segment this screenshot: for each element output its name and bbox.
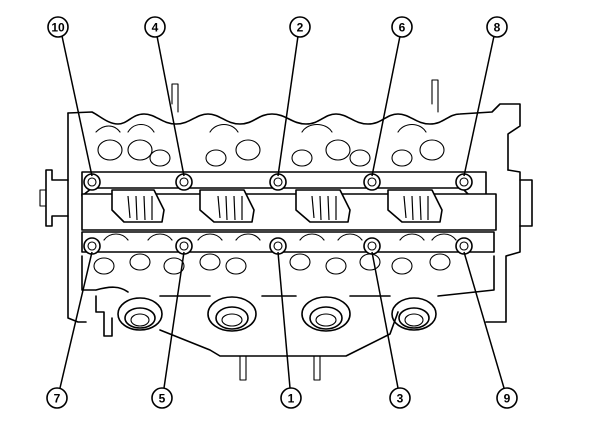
bolt-10: [83, 173, 101, 191]
left-cam-stub: [45, 169, 69, 227]
bottom-studs: [239, 355, 321, 381]
callout-label-2: 2: [297, 21, 304, 35]
bolt-3: [363, 237, 381, 255]
lower-rail-bumps: [103, 233, 457, 241]
head-upper-outline: [67, 103, 521, 171]
callouts: 10 4 2 6 8: [46, 16, 518, 409]
lower-deck: [81, 255, 495, 297]
callout-label-1: 1: [288, 392, 295, 406]
right-cam-stub: [519, 179, 533, 227]
intake-runners: [117, 296, 437, 332]
callout-label-6: 6: [399, 21, 406, 35]
lower-ports: [93, 253, 451, 275]
bolt-7: [83, 237, 101, 255]
bolt-5: [175, 237, 193, 255]
bolt-2: [269, 173, 287, 191]
callout-label-3: 3: [397, 392, 404, 406]
callout-10: 10: [47, 16, 93, 177]
callout-label-5: 5: [159, 392, 166, 406]
bolt-9: [455, 237, 473, 255]
callout-label-10: 10: [51, 21, 65, 35]
callout-2: 2: [277, 16, 311, 177]
top-tab-left: [171, 83, 179, 113]
callout-label-4: 4: [152, 21, 159, 35]
callout-label-8: 8: [494, 21, 501, 35]
bolt-6: [363, 173, 381, 191]
callout-1: 1: [277, 251, 302, 409]
hatched-windows: [111, 189, 443, 223]
bottom-flange: [95, 295, 399, 357]
bolt-8: [455, 173, 473, 191]
callout-8: 8: [463, 16, 508, 177]
upper-deck-bumps: [95, 123, 427, 133]
callout-5: 5: [151, 251, 185, 409]
callout-7: 7: [46, 251, 93, 409]
head-bolts: [83, 173, 473, 255]
callout-label-7: 7: [54, 392, 61, 406]
callout-label-9: 9: [504, 392, 511, 406]
bolt-4: [175, 173, 193, 191]
head-right-outline: [485, 169, 521, 323]
upper-ports: [97, 139, 445, 167]
bolt-1: [269, 237, 287, 255]
callout-3: 3: [371, 251, 411, 409]
callout-9: 9: [463, 251, 518, 409]
callout-6: 6: [371, 16, 413, 177]
top-tab-right: [431, 79, 439, 113]
callout-4: 4: [144, 16, 185, 177]
lower-rail: [81, 231, 495, 253]
